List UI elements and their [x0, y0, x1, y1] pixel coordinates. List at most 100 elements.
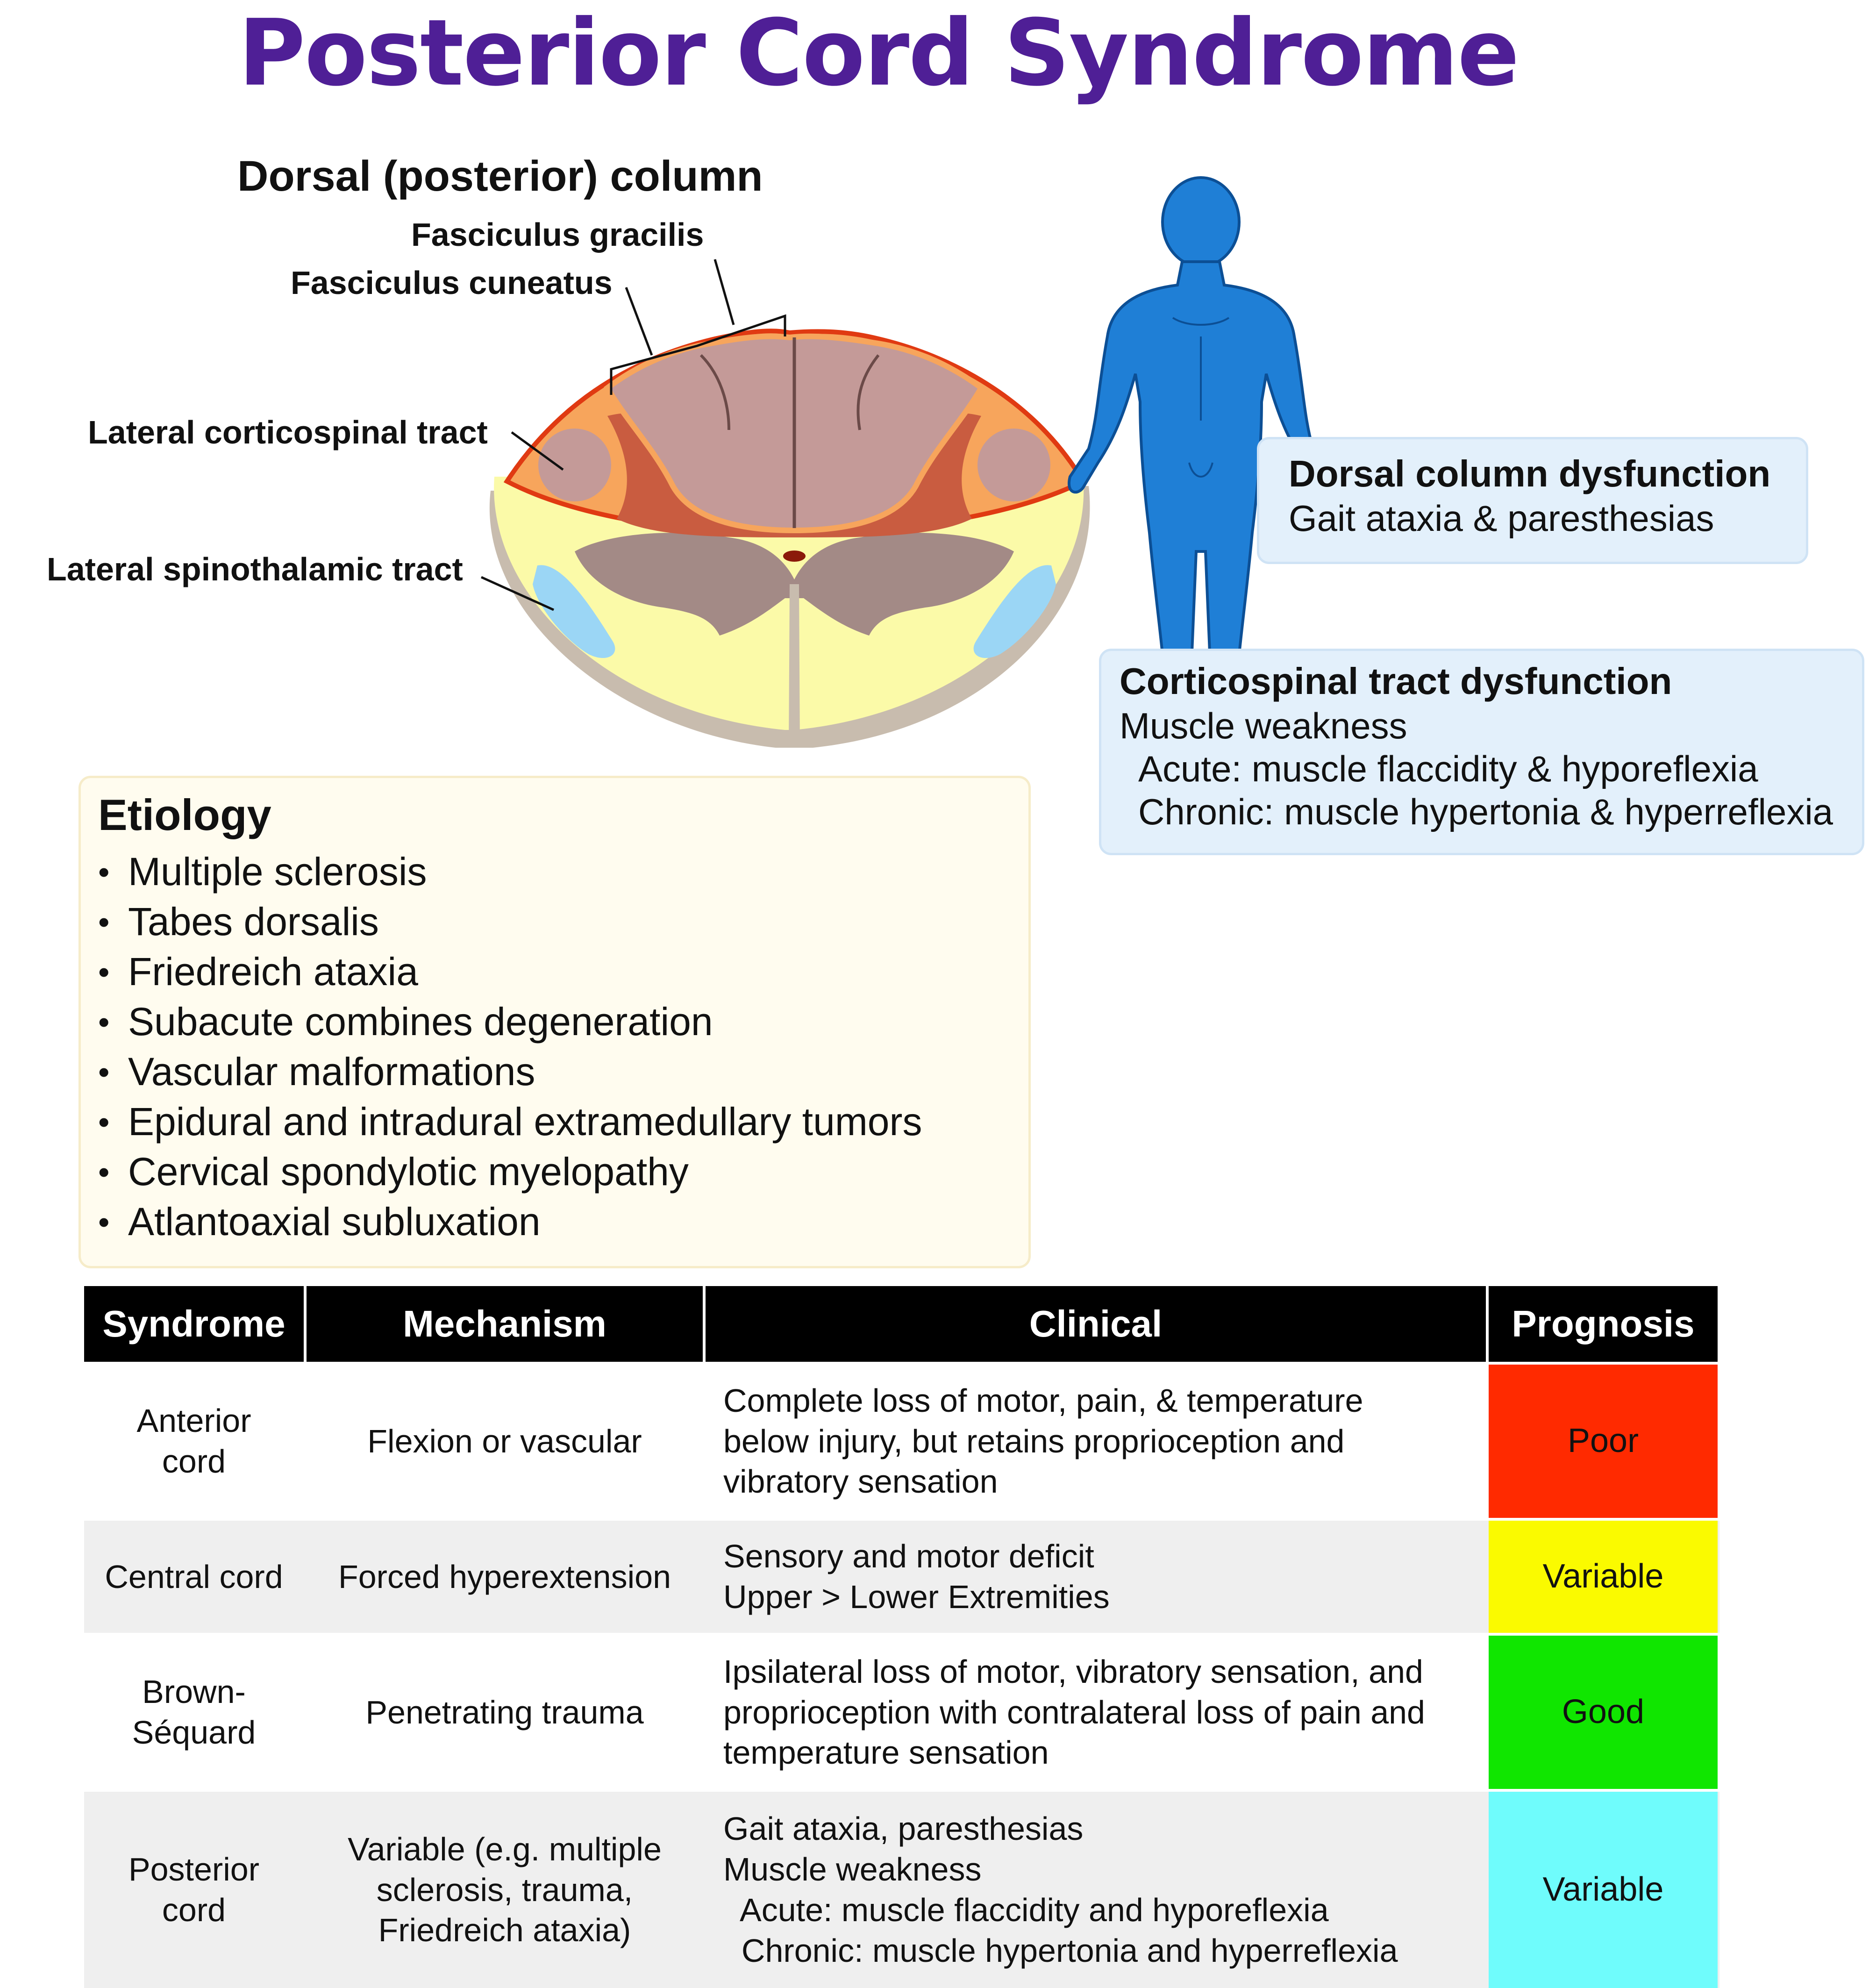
cell-syndrome: Anterior cord — [84, 1365, 304, 1518]
syndrome-table: Syndrome Mechanism Clinical Prognosis An… — [84, 1286, 1719, 1988]
etiology-item: • Tabes dorsalis — [98, 897, 922, 947]
bullet-icon: • — [98, 1103, 110, 1140]
corticospinal-dysfunction-box — [1099, 649, 1864, 855]
table-row: Central cord Forced hyperextension Senso… — [84, 1521, 1719, 1633]
cell-mechanism: Forced hyperextension — [307, 1521, 703, 1633]
septum-left — [699, 354, 730, 430]
etiology-item: • Epidural and intradural extramedullary… — [98, 1097, 922, 1147]
cell-line: Flexion or vascular — [367, 1423, 642, 1459]
etiology-item-text: Subacute combines degeneration — [128, 1000, 713, 1044]
header-syndrome: Syndrome — [84, 1286, 304, 1362]
leader-lst — [480, 576, 555, 611]
spinal-cord-diagram — [480, 176, 1334, 794]
anterior-median-fissure — [789, 584, 800, 748]
cell-line: Muscle weakness — [723, 1851, 982, 1888]
cell-clinical: Gait ataxia, paresthesias Muscle weaknes… — [706, 1792, 1486, 1988]
cell-line: vibratory sensation — [723, 1463, 998, 1500]
cst-box-line1: Muscle weakness — [1120, 705, 1407, 746]
cell-line: Complete loss of motor, pain, & temperat… — [723, 1382, 1363, 1419]
cell-clinical: Ipsilateral loss of motor, vibratory sen… — [706, 1636, 1486, 1789]
cell-line: Upper > Lower Extremities — [723, 1579, 1110, 1615]
etiology-item: • Subacute combines degeneration — [98, 997, 922, 1047]
leader-lct — [511, 431, 564, 471]
label-fasciculus-cuneatus: Fasciculus cuneatus — [291, 265, 613, 301]
cell-line: Forced hyperextension — [338, 1558, 671, 1595]
cell-line: Posterior — [128, 1851, 260, 1888]
body-figure — [1068, 176, 1334, 794]
bullet-icon: • — [98, 953, 110, 990]
septum-right — [856, 354, 880, 430]
etiology-item-text: Cervical spondylotic myelopathy — [128, 1150, 689, 1194]
cell-prognosis-good: Good — [1489, 1636, 1718, 1789]
etiology-item-text: Atlantoaxial subluxation — [128, 1200, 541, 1244]
cell-line: Friedreich ataxia) — [378, 1912, 631, 1949]
dorsal-box-text: Gait ataxia & paresthesias — [1289, 498, 1714, 539]
etiology-item: • Friedreich ataxia — [98, 947, 922, 997]
dorsal-column-dysfunction-box — [1257, 437, 1808, 564]
cst-box-title: Corticospinal tract dysfunction — [1120, 660, 1672, 702]
cell-line: temperature sensation — [723, 1734, 1049, 1771]
spinothalamic-left — [533, 565, 615, 658]
cell-line: Sensory and motor deficit — [723, 1538, 1094, 1575]
cell-line: Ipsilateral loss of motor, vibratory sen… — [723, 1653, 1423, 1690]
etiology-item: • Atlantoaxial subluxation — [98, 1197, 922, 1247]
lateral-corticospinal-left — [538, 429, 611, 501]
etiology-item-text: Epidural and intradural extramedullary t… — [128, 1100, 922, 1144]
cell-line: Variable (e.g. multiple — [348, 1831, 662, 1867]
cell-line: Anterior — [136, 1402, 251, 1439]
header-clinical: Clinical — [706, 1286, 1486, 1362]
diagram-heading: Dorsal (posterior) column — [237, 152, 763, 200]
leader-gracilis — [713, 259, 735, 325]
bullet-icon: • — [98, 1003, 110, 1040]
cell-line: Brown- — [142, 1673, 246, 1710]
cell-mechanism: Penetrating trauma — [307, 1636, 703, 1789]
cell-line: cord — [162, 1443, 226, 1480]
etiology-item: • Vascular malformations — [98, 1047, 922, 1097]
cell-syndrome: Brown- Séquard — [84, 1636, 304, 1789]
spinothalamic-right — [973, 565, 1056, 658]
cell-syndrome: Central cord — [84, 1521, 304, 1633]
etiology-list: • Multiple sclerosis • Tabes dorsalis • … — [98, 847, 922, 1247]
etiology-title: Etiology — [98, 790, 271, 839]
bullet-icon: • — [98, 853, 110, 890]
cell-syndrome: Posterior cord — [84, 1792, 304, 1988]
etiology-item-text: Tabes dorsalis — [128, 900, 379, 944]
table-row: Posterior cord Variable (e.g. multiple s… — [84, 1792, 1719, 1988]
etiology-item: • Cervical spondylotic myelopathy — [98, 1147, 922, 1197]
dorsal-box-title: Dorsal column dysfunction — [1289, 453, 1771, 494]
body-detail-lines — [1172, 317, 1230, 478]
label-fasciculus-gracilis: Fasciculus gracilis — [411, 216, 704, 253]
leader-cuneatus — [625, 287, 653, 356]
lateral-corticospinal-right — [977, 429, 1050, 501]
cell-line: Acute: muscle flaccidity and hyporeflexi… — [723, 1892, 1329, 1928]
label-lateral-spinothalamic-tract: Lateral spinothalamic tract — [47, 551, 463, 587]
cell-line: Chronic: muscle hypertonia and hyperrefl… — [723, 1932, 1398, 1969]
etiology-item-text: Vascular malformations — [128, 1050, 535, 1094]
bullet-icon: • — [98, 903, 110, 940]
cell-line: below injury, but retains proprioception… — [723, 1423, 1345, 1459]
bullet-icon: • — [98, 1153, 110, 1190]
cell-mechanism: Variable (e.g. multiple sclerosis, traum… — [307, 1792, 703, 1988]
table-row: Brown- Séquard Penetrating trauma Ipsila… — [84, 1636, 1719, 1789]
cell-line: cord — [162, 1892, 226, 1928]
cell-line: proprioception with contralateral loss o… — [723, 1694, 1425, 1731]
cell-prognosis-poor: Poor — [1489, 1365, 1718, 1518]
cell-prognosis-variable: Variable — [1489, 1521, 1718, 1633]
table-header-row: Syndrome Mechanism Clinical Prognosis — [84, 1286, 1719, 1362]
table-row: Anterior cord Flexion or vascular Comple… — [84, 1365, 1719, 1518]
etiology-item: • Multiple sclerosis — [98, 847, 922, 897]
cell-mechanism: Flexion or vascular — [307, 1365, 703, 1518]
page-title: Posterior Cord Syndrome — [238, 0, 1519, 107]
cell-line: sclerosis, trauma, — [376, 1871, 633, 1908]
dorsal-column-bracket — [610, 314, 786, 395]
etiology-item-text: Multiple sclerosis — [128, 850, 427, 894]
header-prognosis: Prognosis — [1489, 1286, 1718, 1362]
bullet-icon: • — [98, 1203, 110, 1240]
cell-clinical: Sensory and motor deficit Upper > Lower … — [706, 1521, 1486, 1633]
label-lateral-corticospinal-tract: Lateral corticospinal tract — [88, 414, 488, 451]
cell-clinical: Complete loss of motor, pain, & temperat… — [706, 1365, 1486, 1518]
cell-line: Séquard — [132, 1714, 256, 1751]
central-canal — [783, 551, 806, 562]
cell-line: Gait ataxia, paresthesias — [723, 1810, 1084, 1847]
etiology-item-text: Friedreich ataxia — [128, 950, 418, 994]
